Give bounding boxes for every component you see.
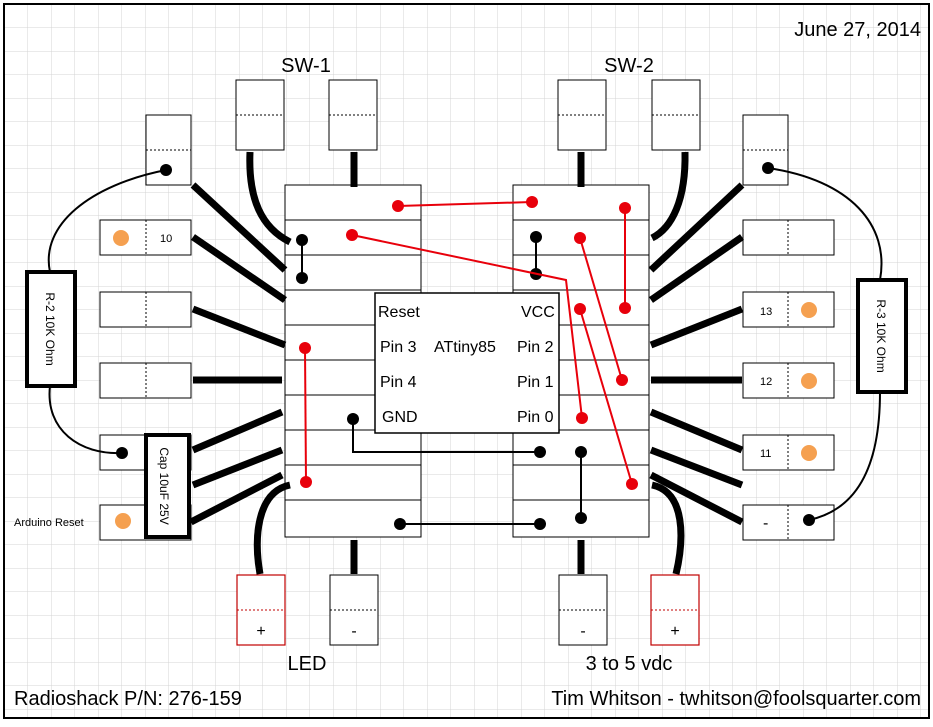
led-plus-label: +	[256, 623, 265, 640]
resistor-r2: R-2 10K Ohm	[25, 270, 77, 388]
sw1-terminals	[235, 79, 378, 151]
part-number-label: Radioshack P/N: 276-159	[14, 688, 242, 710]
r2-label: R-2 10K Ohm	[43, 292, 57, 365]
attiny85-chip: ATtiny85 Reset Pin 3 Pin 4 GND VCC Pin 2…	[374, 292, 560, 434]
author-label: Tim Whitson - twhitson@foolsquarter.com	[551, 688, 921, 710]
led-minus-label: -	[351, 623, 356, 640]
power-plus-label: +	[670, 623, 679, 640]
diagram-frame	[3, 3, 930, 719]
header-pin-markers	[113, 230, 817, 529]
resistor-r3: R-3 10K Ohm	[856, 278, 908, 394]
right-header-strip	[742, 114, 835, 541]
chip-pin-0: Pin 0	[517, 409, 554, 426]
header-label-13: 13	[760, 306, 772, 318]
solder-points-black	[116, 162, 815, 530]
date-label: June 27, 2014	[794, 19, 921, 41]
sw2-terminals	[557, 79, 701, 151]
arduino-reset-label: Arduino Reset	[14, 517, 84, 529]
chip-pin-gnd: GND	[382, 409, 418, 426]
chip-pin-reset: Reset	[378, 304, 420, 321]
solder-points-red	[299, 196, 638, 490]
capacitor: Cap 10uF 25V	[144, 433, 191, 539]
chip-pin-2: Pin 2	[517, 339, 554, 356]
chip-pin-vcc: VCC	[521, 304, 555, 321]
r3-label: R-3 10K Ohm	[874, 299, 888, 372]
thin-wires	[47, 167, 883, 525]
chip-pin-3: Pin 3	[380, 339, 417, 356]
led-terminals: + -	[236, 574, 379, 646]
power-minus-label: -	[580, 623, 585, 640]
sw2-label: SW-2	[604, 55, 654, 77]
chip-pin-4: Pin 4	[380, 374, 417, 391]
power-caption: 3 to 5 vdc	[586, 653, 673, 675]
power-terminals: - +	[558, 574, 700, 646]
component-leads	[189, 151, 745, 575]
chip-name: ATtiny85	[434, 339, 496, 356]
header-label-10: 10	[160, 233, 172, 245]
chip-pin-1: Pin 1	[517, 374, 554, 391]
header-label-12: 12	[760, 376, 772, 388]
capacitor-label: Cap 10uF 25V	[157, 447, 171, 524]
led-caption: LED	[288, 653, 327, 675]
header-label-ground: -	[763, 515, 768, 532]
sw1-label: SW-1	[281, 55, 331, 77]
header-label-11: 11	[760, 448, 771, 460]
red-wires	[304, 201, 633, 485]
